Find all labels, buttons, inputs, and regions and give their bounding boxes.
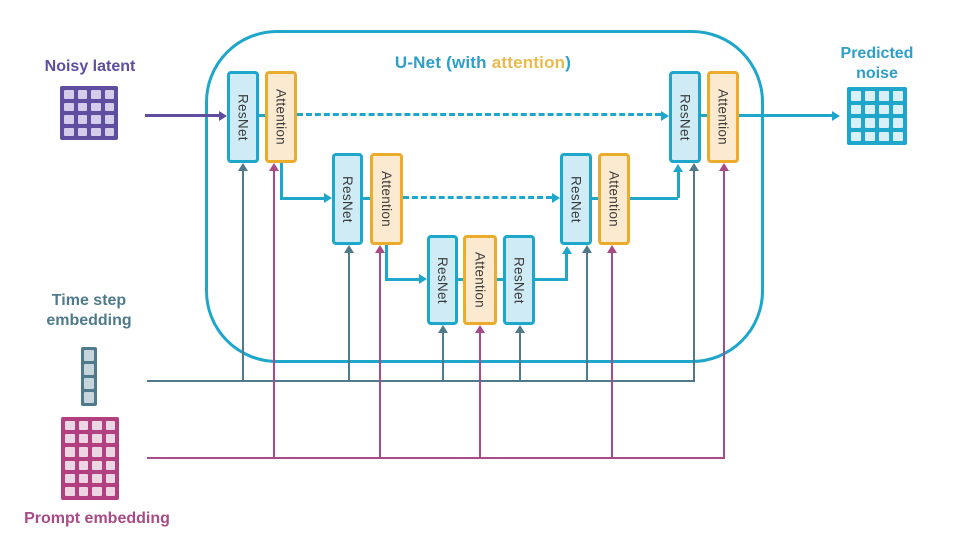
attention-block-l1-left: Attention bbox=[265, 71, 297, 163]
prompt-embedding-grid-icon bbox=[61, 417, 119, 500]
skip-connection-level1 bbox=[297, 113, 661, 116]
prompt-embedding-label: Prompt embedding bbox=[24, 510, 170, 527]
downsample-line-1-v bbox=[279, 163, 283, 198]
downsample-line-1-h bbox=[279, 196, 326, 200]
time-step-embedding-label: Time step embedding bbox=[46, 292, 132, 329]
unet-container-box bbox=[205, 30, 764, 363]
prompt-line-l2-left bbox=[379, 252, 381, 458]
title-attention-word: attention bbox=[491, 53, 566, 72]
attention-label: Attention bbox=[715, 89, 731, 145]
attention-label: Attention bbox=[472, 252, 488, 308]
arrowhead-into-l1-right-resnet bbox=[673, 164, 683, 172]
arrowhead-time-l2-left bbox=[344, 245, 354, 253]
upsample-line-2-h bbox=[630, 196, 678, 200]
connector-l1-right-pair bbox=[701, 114, 707, 117]
noisy-latent-label: Noisy latent bbox=[44, 58, 136, 75]
upsample-line-2-v bbox=[676, 171, 680, 198]
arrowhead-prompt-l1-left bbox=[269, 163, 279, 171]
time-step-vector-icon bbox=[81, 347, 97, 406]
arrowhead-into-l1-resnet bbox=[219, 110, 227, 121]
downsample-line-2-h bbox=[384, 277, 420, 281]
predicted-noise-label: Predicted noise bbox=[840, 45, 914, 82]
arrowhead-into-l2-right-resnet bbox=[561, 246, 572, 254]
arrowhead-skip-level1 bbox=[661, 110, 669, 121]
upsample-line-1-v bbox=[565, 253, 568, 280]
resnet-label: ResNet bbox=[568, 175, 584, 223]
resnet-label: ResNet bbox=[340, 175, 355, 223]
diagram-title: U-Net (with attention) bbox=[205, 53, 761, 73]
attention-label: Attention bbox=[606, 171, 622, 227]
arrowhead-time-bottom-right bbox=[515, 325, 525, 333]
resnet-label: ResNet bbox=[235, 93, 251, 141]
time-line-l2-right bbox=[586, 252, 588, 381]
arrowhead-prompt-l2-left bbox=[375, 245, 385, 253]
output-arrow-line bbox=[739, 114, 832, 117]
resnet-block-l1-left: ResNet bbox=[227, 71, 259, 163]
prompt-line-l2-right bbox=[611, 252, 613, 458]
time-line-l2-left bbox=[348, 252, 350, 381]
arrowhead-into-l2-resnet bbox=[324, 193, 332, 203]
prompt-line-l1-right bbox=[723, 170, 725, 458]
noisy-latent-grid-icon bbox=[60, 86, 118, 140]
arrowhead-into-bottom-resnet bbox=[419, 274, 427, 284]
attention-block-l1-right: Attention bbox=[707, 71, 739, 163]
time-line-bottom-left bbox=[442, 332, 444, 381]
attention-label: Attention bbox=[379, 171, 394, 227]
prompt-line-l1-left bbox=[273, 170, 275, 458]
connector-l2-left-pair bbox=[363, 196, 370, 200]
time-line-bottom-right bbox=[519, 332, 521, 381]
attention-block-l2-right: Attention bbox=[598, 153, 630, 245]
resnet-block-bottom-right: ResNet bbox=[503, 235, 535, 325]
arrowhead-prompt-l1-right bbox=[719, 163, 729, 171]
attention-block-bottom: Attention bbox=[463, 235, 497, 325]
title-post: ) bbox=[565, 53, 572, 72]
prompt-line-bottom bbox=[479, 332, 481, 458]
arrowhead-skip-level2 bbox=[552, 193, 560, 203]
arrowhead-time-l2-right bbox=[582, 245, 592, 253]
predicted-noise-grid-icon bbox=[847, 87, 907, 145]
arrowhead-time-l1-right bbox=[689, 163, 699, 171]
arrowhead-prompt-l2-right bbox=[607, 245, 617, 253]
resnet-block-l2-left: ResNet bbox=[332, 153, 363, 245]
connector-l2-right-pair bbox=[592, 196, 598, 200]
resnet-block-l1-right: ResNet bbox=[669, 71, 701, 163]
connector-l1-left-pair bbox=[259, 114, 265, 117]
resnet-label: ResNet bbox=[435, 256, 450, 304]
prompt-bus-line bbox=[147, 457, 725, 459]
upsample-line-1-h bbox=[535, 277, 568, 281]
time-step-bus-line bbox=[147, 380, 695, 382]
resnet-label: ResNet bbox=[511, 256, 527, 304]
time-line-l1-left bbox=[242, 170, 244, 381]
arrowhead-time-l1-left bbox=[238, 163, 248, 171]
connector-bottom-pair-1 bbox=[458, 277, 463, 281]
arrowhead-time-bottom-left bbox=[438, 325, 448, 333]
title-pre: U-Net (with bbox=[394, 53, 492, 72]
attention-block-l2-left: Attention bbox=[370, 153, 403, 245]
time-line-l1-right bbox=[693, 170, 695, 382]
arrowhead-prompt-bottom bbox=[475, 325, 485, 333]
downsample-line-2-v bbox=[384, 245, 388, 279]
connector-bottom-pair-2 bbox=[497, 277, 503, 281]
skip-connection-level2 bbox=[403, 195, 552, 199]
noisy-latent-arrow-line bbox=[145, 114, 220, 117]
resnet-block-bottom-left: ResNet bbox=[427, 235, 458, 325]
attention-label: Attention bbox=[273, 89, 289, 145]
resnet-block-l2-right: ResNet bbox=[560, 153, 592, 245]
arrowhead-predicted-noise bbox=[832, 110, 840, 121]
resnet-label: ResNet bbox=[677, 93, 693, 141]
